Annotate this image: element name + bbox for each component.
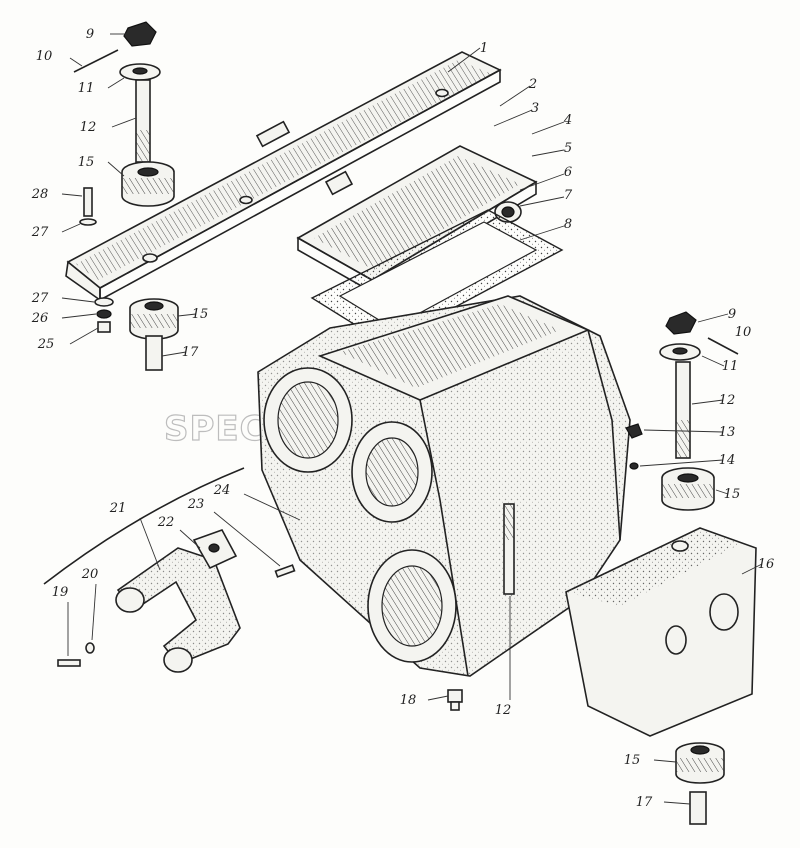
mounting-bracket-part-16 — [565, 527, 757, 737]
callout-c5: 5 — [564, 141, 572, 156]
callout-c27a: 27 — [31, 225, 49, 240]
callout-c23: 23 — [187, 497, 205, 512]
callout-c22: 22 — [157, 515, 175, 530]
callout-c9a: 9 — [86, 27, 94, 42]
callout-c18: 18 — [400, 693, 417, 708]
right-bolt-assembly — [625, 311, 739, 511]
callout-c2: 2 — [528, 77, 537, 92]
callout-c8: 8 — [564, 217, 572, 232]
stud-and-plug — [447, 503, 515, 711]
callout-labels: 1234567891011121528272726251517910111213… — [31, 27, 775, 810]
callout-c13: 13 — [719, 425, 736, 440]
callout-c11b: 11 — [722, 359, 739, 374]
callout-c15b: 15 — [192, 307, 209, 322]
callout-c20: 20 — [81, 567, 99, 582]
callout-c7: 7 — [564, 188, 573, 203]
leader-lines — [61, 33, 763, 805]
callout-c25: 25 — [37, 337, 55, 352]
callout-c6: 6 — [564, 165, 572, 180]
callout-c12c: 12 — [495, 703, 512, 718]
callout-c27b: 27 — [31, 291, 49, 306]
callout-c19: 19 — [52, 585, 69, 600]
callout-c10b: 10 — [735, 325, 752, 340]
small-bolt-set-left — [79, 187, 114, 333]
callout-c24: 24 — [213, 483, 231, 498]
callout-c15c: 15 — [724, 487, 741, 502]
lower-right-mount — [675, 742, 725, 825]
callout-c11a: 11 — [78, 81, 95, 96]
callout-c28: 28 — [31, 187, 49, 202]
callout-c15a: 15 — [78, 155, 95, 170]
callout-c12a: 12 — [80, 120, 97, 135]
gasket-part-8 — [310, 209, 564, 345]
callout-c17a: 17 — [182, 345, 199, 360]
support-beam-part-1 — [65, 51, 502, 302]
lower-left-mount — [129, 298, 179, 371]
callout-c26: 26 — [31, 311, 49, 326]
left-bolt-assembly — [73, 21, 175, 207]
callout-c15d: 15 — [624, 753, 641, 768]
callout-c9b: 9 — [728, 307, 736, 322]
callout-c10a: 10 — [36, 49, 53, 64]
callout-c1: 1 — [480, 41, 488, 56]
callout-c4: 4 — [563, 113, 572, 128]
callout-c12b: 12 — [719, 393, 736, 408]
gearbox-housing — [257, 295, 631, 677]
callout-c16: 16 — [758, 557, 775, 572]
linkage-arm-part-21 — [43, 467, 296, 673]
callout-c21: 21 — [109, 501, 127, 516]
callout-c3: 3 — [531, 101, 539, 116]
callout-c17b: 17 — [636, 795, 653, 810]
callout-c14: 14 — [719, 453, 736, 468]
